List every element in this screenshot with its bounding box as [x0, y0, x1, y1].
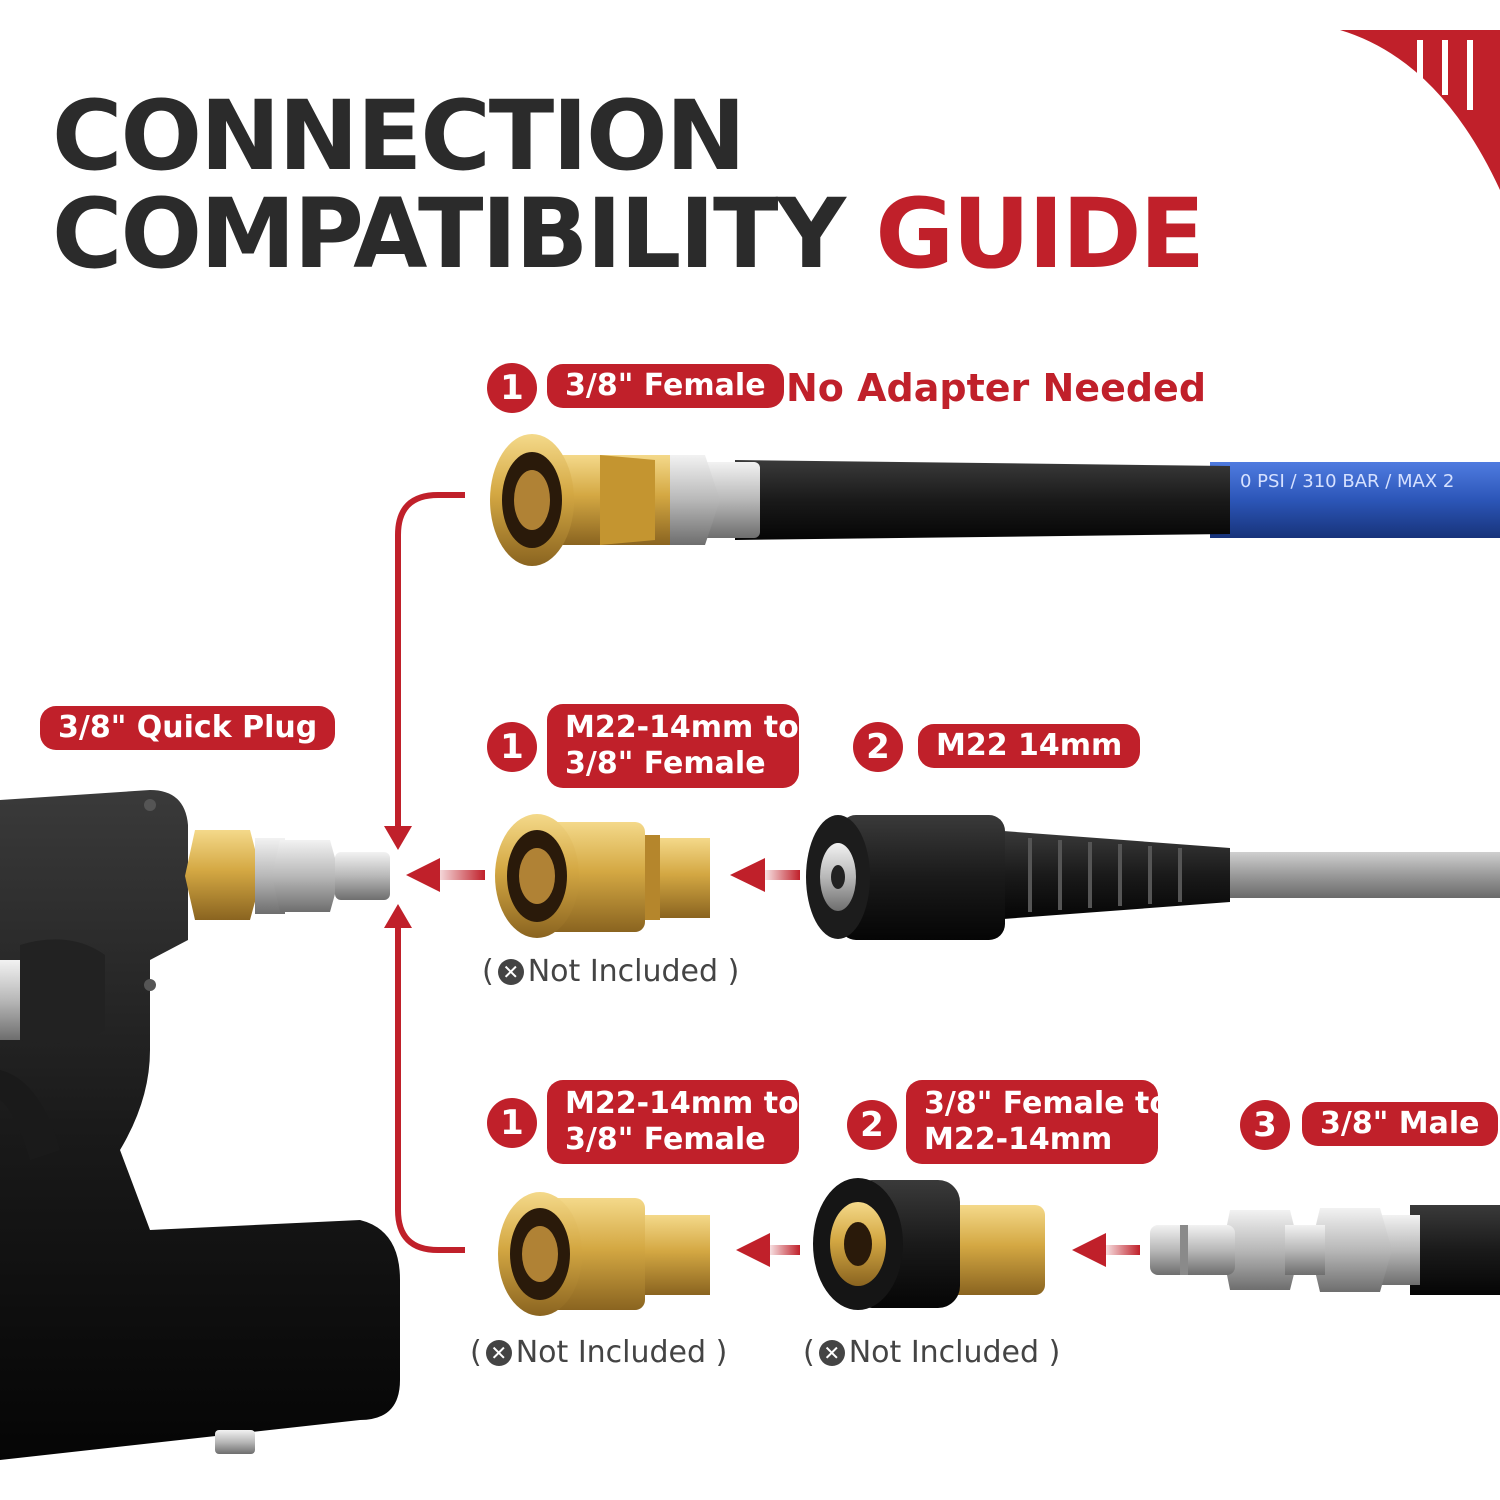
x-circle-icon: ✕ — [497, 959, 524, 985]
row2-step-2: 2 — [853, 722, 903, 772]
x-circle-icon: ✕ — [818, 1340, 845, 1366]
row3-label-adapter-2: 3/8" Female to M22-14mm — [906, 1080, 1170, 1164]
connector-arrows — [384, 492, 1140, 1267]
row3-step-1: 1 — [487, 1098, 537, 1148]
row3-adapter-2 — [813, 1178, 1045, 1310]
row2-step-1: 1 — [487, 722, 537, 772]
row2-m22-hose — [806, 815, 1500, 940]
x-circle-icon: ✕ — [485, 1340, 512, 1366]
row3-label-adapter-1-line1: M22-14mm to — [565, 1086, 799, 1121]
row3-not-included-1: (✕Not Included ) — [470, 1335, 728, 1370]
row3-not-included-2: (✕Not Included ) — [803, 1335, 1061, 1370]
row3-label-adapter-1-line2: 3/8" Female — [565, 1122, 766, 1157]
row3-adapter-1 — [498, 1192, 710, 1316]
corner-logo — [1340, 30, 1500, 190]
row2-label-m22: M22 14mm — [918, 724, 1141, 768]
row2-label-adapter-line1: M22-14mm to — [565, 710, 799, 745]
row1-hose: 0 PSI / 310 BAR / MAX 2 — [490, 434, 1500, 566]
row3-label-adapter-1: M22-14mm to 3/8" Female — [547, 1080, 799, 1164]
row2-label-adapter: M22-14mm to 3/8" Female — [547, 704, 799, 788]
row3-label-adapter-2-line1: 3/8" Female to — [924, 1086, 1170, 1121]
row1-no-adapter-note: No Adapter Needed — [786, 366, 1207, 410]
title-compatibility: COMPATIBILITY — [52, 178, 846, 290]
row1-step-1: 1 — [487, 363, 537, 413]
row3-step-3: 3 — [1240, 1100, 1290, 1150]
row3-label-male: 3/8" Male — [1302, 1102, 1498, 1146]
title-guide: GUIDE — [875, 178, 1205, 290]
row2-adapter — [495, 814, 710, 938]
spray-gun — [0, 790, 400, 1460]
row3-label-adapter-2-line2: M22-14mm — [924, 1122, 1113, 1157]
title-line-2: COMPATIBILITY GUIDE — [52, 186, 1205, 282]
quick-plug-label: 3/8" Quick Plug — [40, 706, 336, 750]
row3-male-plug-hose — [1150, 1205, 1500, 1295]
row1-hose-print: 0 PSI / 310 BAR / MAX 2 — [1240, 471, 1454, 492]
row2-not-included: (✕Not Included ) — [482, 954, 740, 989]
row3-step-2: 2 — [847, 1100, 897, 1150]
row1-label-female: 3/8" Female — [547, 364, 784, 408]
row2-label-adapter-line2: 3/8" Female — [565, 746, 766, 781]
title-line-1: CONNECTION — [52, 80, 746, 192]
